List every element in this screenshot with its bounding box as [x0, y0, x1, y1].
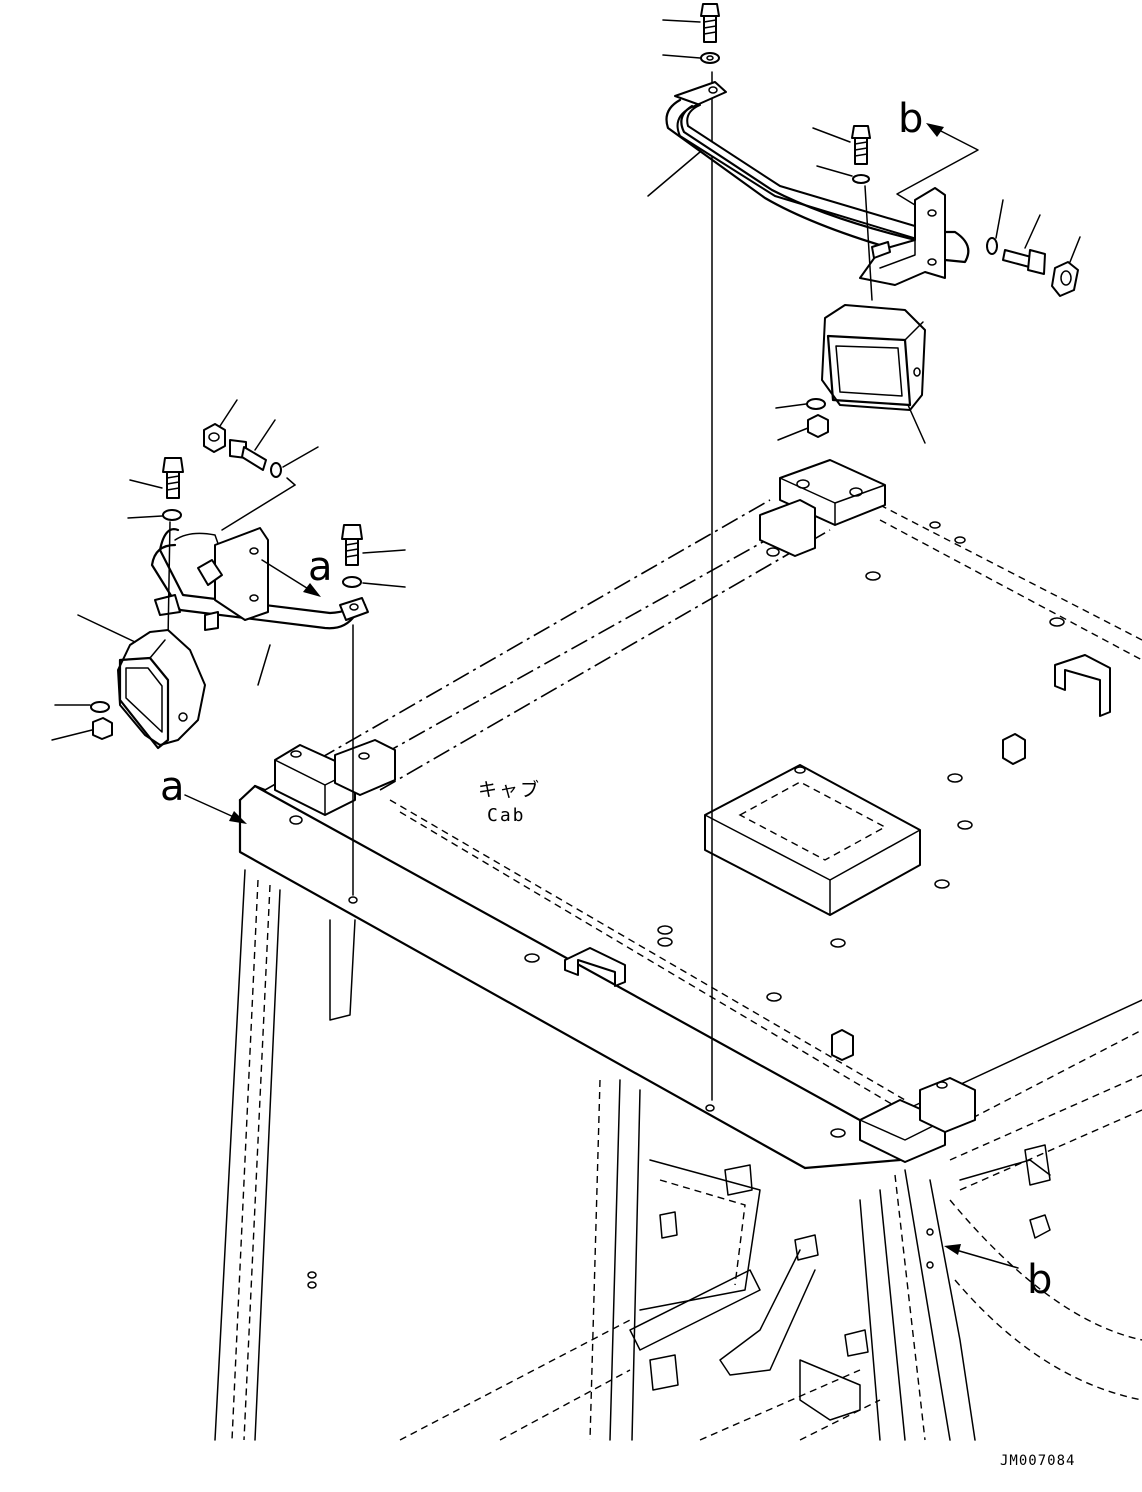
bolt-icon	[1002, 249, 1046, 275]
drawing-number: JM007084	[1000, 1453, 1075, 1469]
view-a-label: a	[160, 764, 185, 810]
washer-icon	[700, 52, 720, 64]
rear-lamp-assembly	[647, 3, 1081, 1101]
front-lamp-assembly	[51, 399, 1019, 1269]
view-a-label: a	[308, 544, 333, 590]
view-b-label: b	[1027, 1257, 1052, 1303]
cab-label-japanese: キャブ	[478, 778, 541, 801]
roof-grommets	[348, 521, 1065, 1138]
nut-icon	[1051, 261, 1079, 297]
work-lamp-icon	[821, 304, 926, 411]
nut-icon	[807, 414, 829, 438]
cab-roof	[214, 459, 1142, 1441]
nut-icon	[92, 717, 113, 740]
cab-label-english: Cab	[487, 805, 526, 826]
bolt-icon	[341, 524, 363, 566]
bolt-icon	[700, 3, 720, 43]
bolt-icon	[162, 457, 184, 499]
bolt-icon	[229, 439, 267, 471]
view-b-label: b	[898, 96, 923, 142]
bolt-icon	[851, 125, 871, 165]
nut-icon	[203, 423, 226, 453]
work-lamp-icon	[117, 629, 206, 750]
